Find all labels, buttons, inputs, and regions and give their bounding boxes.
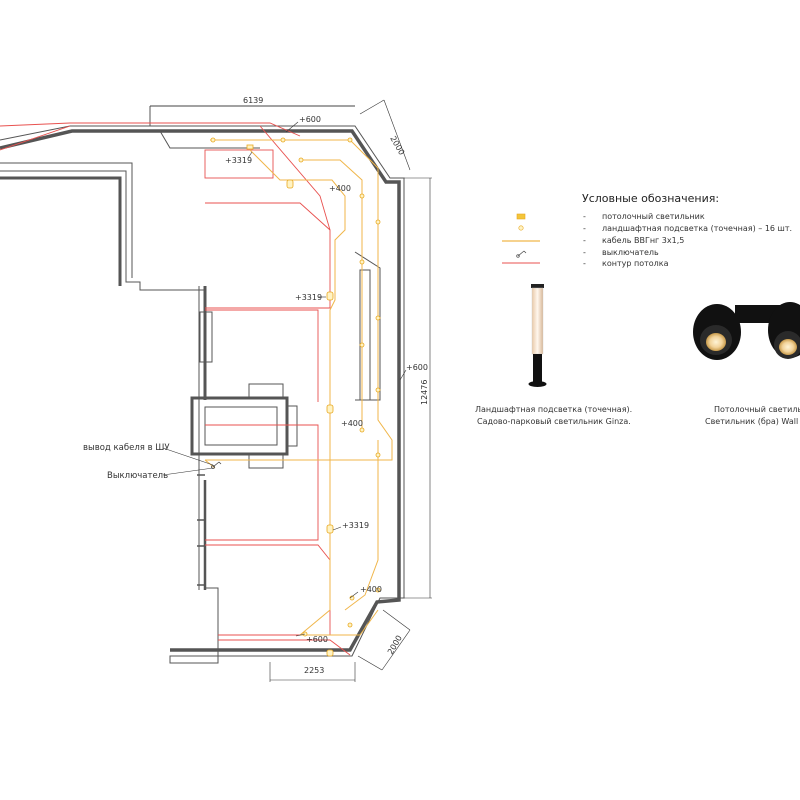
- dim-top-width: 6139: [243, 96, 263, 105]
- legend-dash: -: [583, 236, 586, 245]
- ceiling-outline: [0, 122, 351, 656]
- legend-title: Условные обозначения:: [582, 192, 719, 205]
- spot-light-icon: [375, 219, 381, 225]
- cable-outlet-note: вывод кабеля в ШУ: [83, 443, 170, 453]
- ceiling-light-icon: [326, 404, 334, 414]
- ceiling-light-icon: [286, 179, 294, 189]
- lights: [210, 137, 381, 657]
- legend-dash: -: [583, 248, 586, 257]
- spot-light-icon: [347, 622, 353, 628]
- ceiling-light-icon: [516, 213, 526, 220]
- spot-light-icon: [518, 225, 524, 231]
- ceiling-light-icon: [326, 291, 334, 301]
- spot-light-icon: [375, 387, 381, 393]
- garden-light-caption-1: Ландшафтная подсветка (точечная).: [475, 405, 632, 414]
- garden-light-image: [528, 284, 547, 387]
- legend-dash: -: [583, 259, 586, 268]
- spot-light-icon: [280, 137, 286, 143]
- legend-item-label: ландшафтная подсветка (точечная) – 16 шт…: [602, 224, 792, 233]
- legend-item-label: контур потолка: [602, 259, 669, 268]
- legend-dash: -: [583, 224, 586, 233]
- legend-item-label: потолочный светильник: [602, 212, 705, 221]
- ceiling-light-caption-2: Светильник (бра) Wall S: [705, 417, 800, 426]
- legend-item-label: кабель ВВГнг 3х1,5: [602, 236, 684, 245]
- level-mark: +3319: [295, 293, 322, 302]
- dim-diag-top: 2000: [388, 135, 406, 157]
- level-mark: +400: [329, 184, 351, 193]
- level-mark: +3319: [225, 156, 252, 165]
- spot-light-icon: [298, 157, 304, 163]
- legend-dash: -: [583, 212, 586, 221]
- dim-diag-bottom: 2000: [386, 634, 404, 656]
- level-mark: +400: [360, 585, 382, 594]
- spot-light-icon: [347, 137, 353, 143]
- ceiling-light-icon: [246, 144, 254, 150]
- level-marks: +600 +3319 +400 +3319 +600 +400 +3319 +4…: [225, 115, 428, 644]
- ceiling-light-icon: [326, 524, 334, 534]
- level-mark: +600: [299, 115, 321, 124]
- ceiling-light-caption-1: Потолочный светиль: [714, 405, 800, 414]
- ceiling-light-icon: [326, 649, 334, 657]
- switch-icon: [211, 461, 222, 469]
- dim-bottom-width: 2253: [304, 666, 324, 675]
- level-mark: +400: [341, 419, 363, 428]
- spot-light-icon: [375, 452, 381, 458]
- walls: [0, 105, 405, 664]
- legend: Условные обозначения: - потолочный свети…: [502, 192, 792, 268]
- level-mark: +600: [306, 635, 328, 644]
- spot-light-icon: [375, 587, 381, 593]
- dim-right-length: 12476: [420, 380, 429, 405]
- spot-light-icon: [359, 193, 365, 199]
- spot-light-icon: [359, 342, 365, 348]
- spot-light-icon: [210, 137, 216, 143]
- dimension-lines: [150, 99, 432, 682]
- legend-item-label: выключатель: [602, 248, 659, 257]
- level-mark: +600: [406, 363, 428, 372]
- spot-light-icon: [359, 259, 365, 265]
- switch-note: Выключатель: [107, 471, 168, 481]
- spot-light-icon: [359, 427, 365, 433]
- ceiling-light-image: [693, 302, 800, 360]
- level-mark: +3319: [342, 521, 369, 530]
- cable-runs: [204, 139, 393, 636]
- spot-light-icon: [375, 315, 381, 321]
- switch-icon: [516, 250, 527, 258]
- garden-light-caption-2: Садово-парковый светильник Ginza.: [477, 417, 631, 426]
- plan-notes: вывод кабеля в ШУ Выключатель: [83, 443, 214, 481]
